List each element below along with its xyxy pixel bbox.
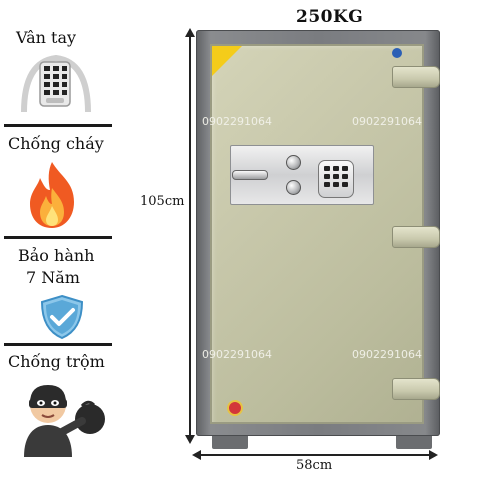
fingerprint-keypad[interactable] [318, 160, 354, 198]
key-lock-bottom[interactable] [286, 180, 301, 195]
watermark-phone-bottom-left: 0902291064 [202, 348, 272, 361]
certification-seal [227, 400, 243, 416]
width-dimension-label: 58cm [296, 458, 333, 473]
safe-foot-left [212, 436, 248, 449]
feature-divider-1 [4, 124, 112, 127]
safe-handle[interactable] [232, 170, 268, 180]
capacity-title: 250KG [296, 7, 364, 27]
feature-label-fireproof: Chống cháy [8, 134, 104, 153]
safe-hinge-middle [392, 226, 440, 248]
feature-label-antitheft: Chống trộm [8, 352, 105, 371]
watermark-phone-top-right: 0902291064 [352, 115, 422, 128]
width-arrow-left [192, 450, 201, 460]
watermark-phone-bottom-right: 0902291064 [352, 348, 422, 361]
shield-check-icon [36, 294, 88, 340]
safe-door [210, 44, 424, 424]
width-dimension-line [197, 454, 433, 456]
fire-icon [24, 160, 80, 230]
brand-badge [392, 48, 402, 58]
width-arrow-right [429, 450, 438, 460]
key-lock-top[interactable] [286, 155, 301, 170]
safe-hinge-top [392, 66, 440, 88]
safe-foot-right [396, 436, 432, 449]
height-arrow-bottom [185, 435, 195, 444]
height-arrow-top [185, 28, 195, 37]
safe-hinge-bottom [392, 378, 440, 400]
fingerprint-keypad-icon [20, 54, 92, 116]
feature-label-warranty-years: 7 Năm [26, 268, 80, 287]
feature-divider-3 [4, 343, 112, 346]
height-dimension-label: 105cm [140, 194, 185, 209]
watermark-phone-top-left: 0902291064 [202, 115, 272, 128]
feature-label-fingerprint: Vân tay [16, 28, 77, 47]
feature-divider-2 [4, 236, 112, 239]
thief-icon [16, 375, 106, 457]
feature-label-warranty: Bảo hành [18, 246, 95, 265]
height-dimension-line [189, 34, 191, 438]
